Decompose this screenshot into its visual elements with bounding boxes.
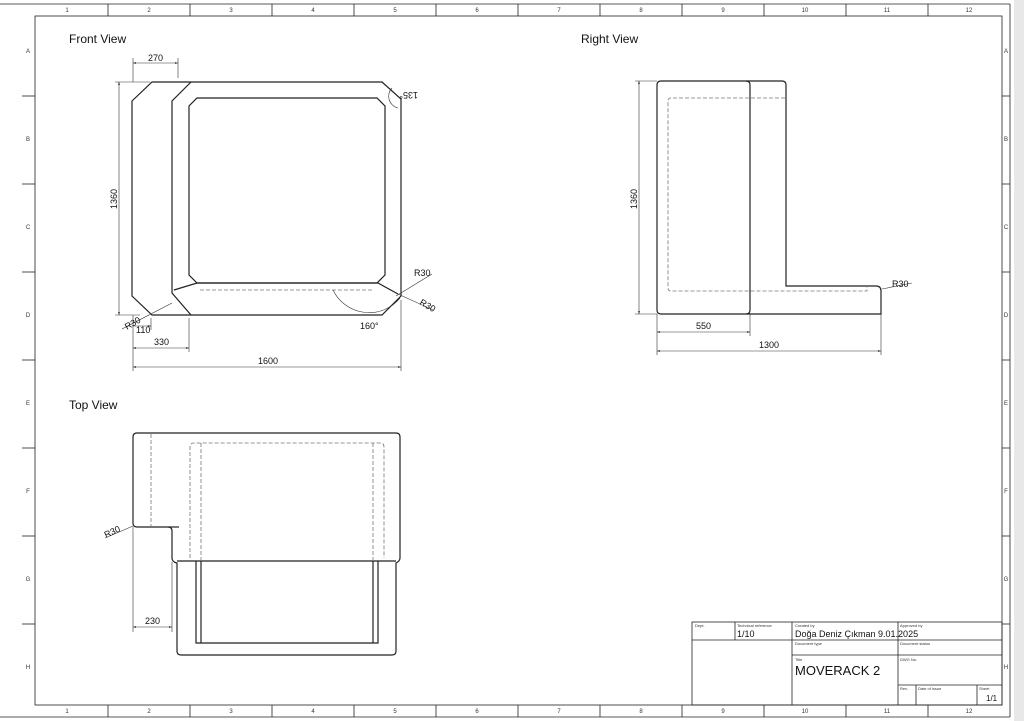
grid-row-label: G <box>1004 577 1009 583</box>
radius-right-2: R30 <box>418 297 437 314</box>
date-issue-label: Date of issue <box>918 686 942 691</box>
dim-270: 270 <box>148 53 163 63</box>
grid-column-label: 3 <box>229 8 233 14</box>
drawing-title: MOVERACK 2 <box>795 663 880 678</box>
dim-550: 550 <box>696 321 711 331</box>
right-view-title: Right View <box>581 32 638 46</box>
top-outline <box>132 432 401 656</box>
grid-column-label: 8 <box>639 8 643 14</box>
dim-1600: 1600 <box>258 356 278 366</box>
grid-row-label: F <box>1004 489 1008 495</box>
sheet-value: 1/1 <box>986 694 998 703</box>
top-view-title: Top View <box>69 398 118 412</box>
grid-row-label: B <box>26 137 30 143</box>
angle-135: 135° <box>399 90 418 100</box>
grid-row-label: E <box>26 401 30 407</box>
created-by-value: Doğa Deniz Çıkman 9.01.2025 <box>795 629 918 639</box>
grid-column-label: 10 <box>802 8 809 14</box>
grid-column-label: 9 <box>721 8 725 14</box>
grid-row-label: D <box>26 313 31 319</box>
grid-row-label: C <box>1004 225 1009 231</box>
grid-row-label: C <box>26 225 31 231</box>
grid-column-label: 6 <box>475 709 479 715</box>
radius-right-1: R30 <box>414 268 431 278</box>
dept-label: Dept. <box>695 623 705 628</box>
right-view: Right View 1360 550 1300 R30 <box>581 32 913 355</box>
front-view: Front View 270 1360 110 330 1600 135° 16… <box>69 32 437 371</box>
dim-1300: 1300 <box>759 340 779 350</box>
grid-column-label: 7 <box>557 8 561 14</box>
grid-column-label: 10 <box>802 709 809 715</box>
grid-column-label: 11 <box>884 709 891 715</box>
dim-1360-front: 1360 <box>109 189 119 209</box>
tech-ref-label: Technical reference <box>737 623 772 628</box>
sheet-frame <box>0 3 1011 718</box>
dim-230: 230 <box>145 616 160 626</box>
grid-row-label: H <box>26 665 30 671</box>
grid-row-label: B <box>1004 137 1008 143</box>
grid-column-label: 5 <box>393 8 397 14</box>
doc-status-label: Document status <box>900 641 930 646</box>
grid-column-label: 4 <box>311 709 315 715</box>
created-by-label: Created by <box>795 623 815 628</box>
radius-top-view: R30 <box>103 524 122 540</box>
grid-column-label: 1 <box>65 8 69 14</box>
grid-row-label: A <box>1004 49 1008 55</box>
grid-row-label: H <box>1004 665 1008 671</box>
front-outline <box>131 81 402 316</box>
grid-row-label: G <box>26 577 31 583</box>
scrollbar-strip <box>1014 0 1024 721</box>
title-label: Title <box>795 657 803 662</box>
grid-row-label: F <box>26 489 30 495</box>
grid-column-label: 5 <box>393 709 397 715</box>
grid-column-label: 7 <box>557 709 561 715</box>
front-view-title: Front View <box>69 32 126 46</box>
grid-column-label: 4 <box>311 8 315 14</box>
dwg-no-label: DWG No. <box>900 657 917 662</box>
grid-column-label: 12 <box>966 8 973 14</box>
right-outline <box>656 80 882 315</box>
grid-column-label: 11 <box>884 8 891 14</box>
front-inner-opening <box>188 97 386 284</box>
angle-160: 160° <box>360 321 379 331</box>
grid-column-label: 2 <box>147 709 151 715</box>
grid-column-label: 6 <box>475 8 479 14</box>
grid-column-label: 1 <box>65 709 69 715</box>
approved-by-label: Approved by <box>900 623 922 628</box>
grid-column-label: 2 <box>147 8 151 14</box>
grid-row-label: E <box>1004 401 1008 407</box>
doc-type-label: Document type <box>795 641 823 646</box>
grid-row-label: A <box>26 49 30 55</box>
radius-right-view: R30 <box>892 279 909 289</box>
dim-330: 330 <box>154 337 169 347</box>
grid-row-label: D <box>1004 313 1009 319</box>
grid-column-label: 9 <box>721 709 725 715</box>
tech-ref-value: 1/10 <box>737 629 755 639</box>
dim-110: 110 <box>136 325 150 335</box>
sheet-label: Sheet <box>979 686 990 691</box>
grid-column-label: 8 <box>639 709 643 715</box>
rev-label: Rev. <box>900 686 908 691</box>
grid-column-label: 12 <box>966 709 973 715</box>
top-view: Top View 230 R30 <box>69 398 401 656</box>
grid-column-label: 3 <box>229 709 233 715</box>
dim-1360-right: 1360 <box>629 189 639 209</box>
title-block: Dept. Technical reference 1/10 Created b… <box>691 621 1003 706</box>
